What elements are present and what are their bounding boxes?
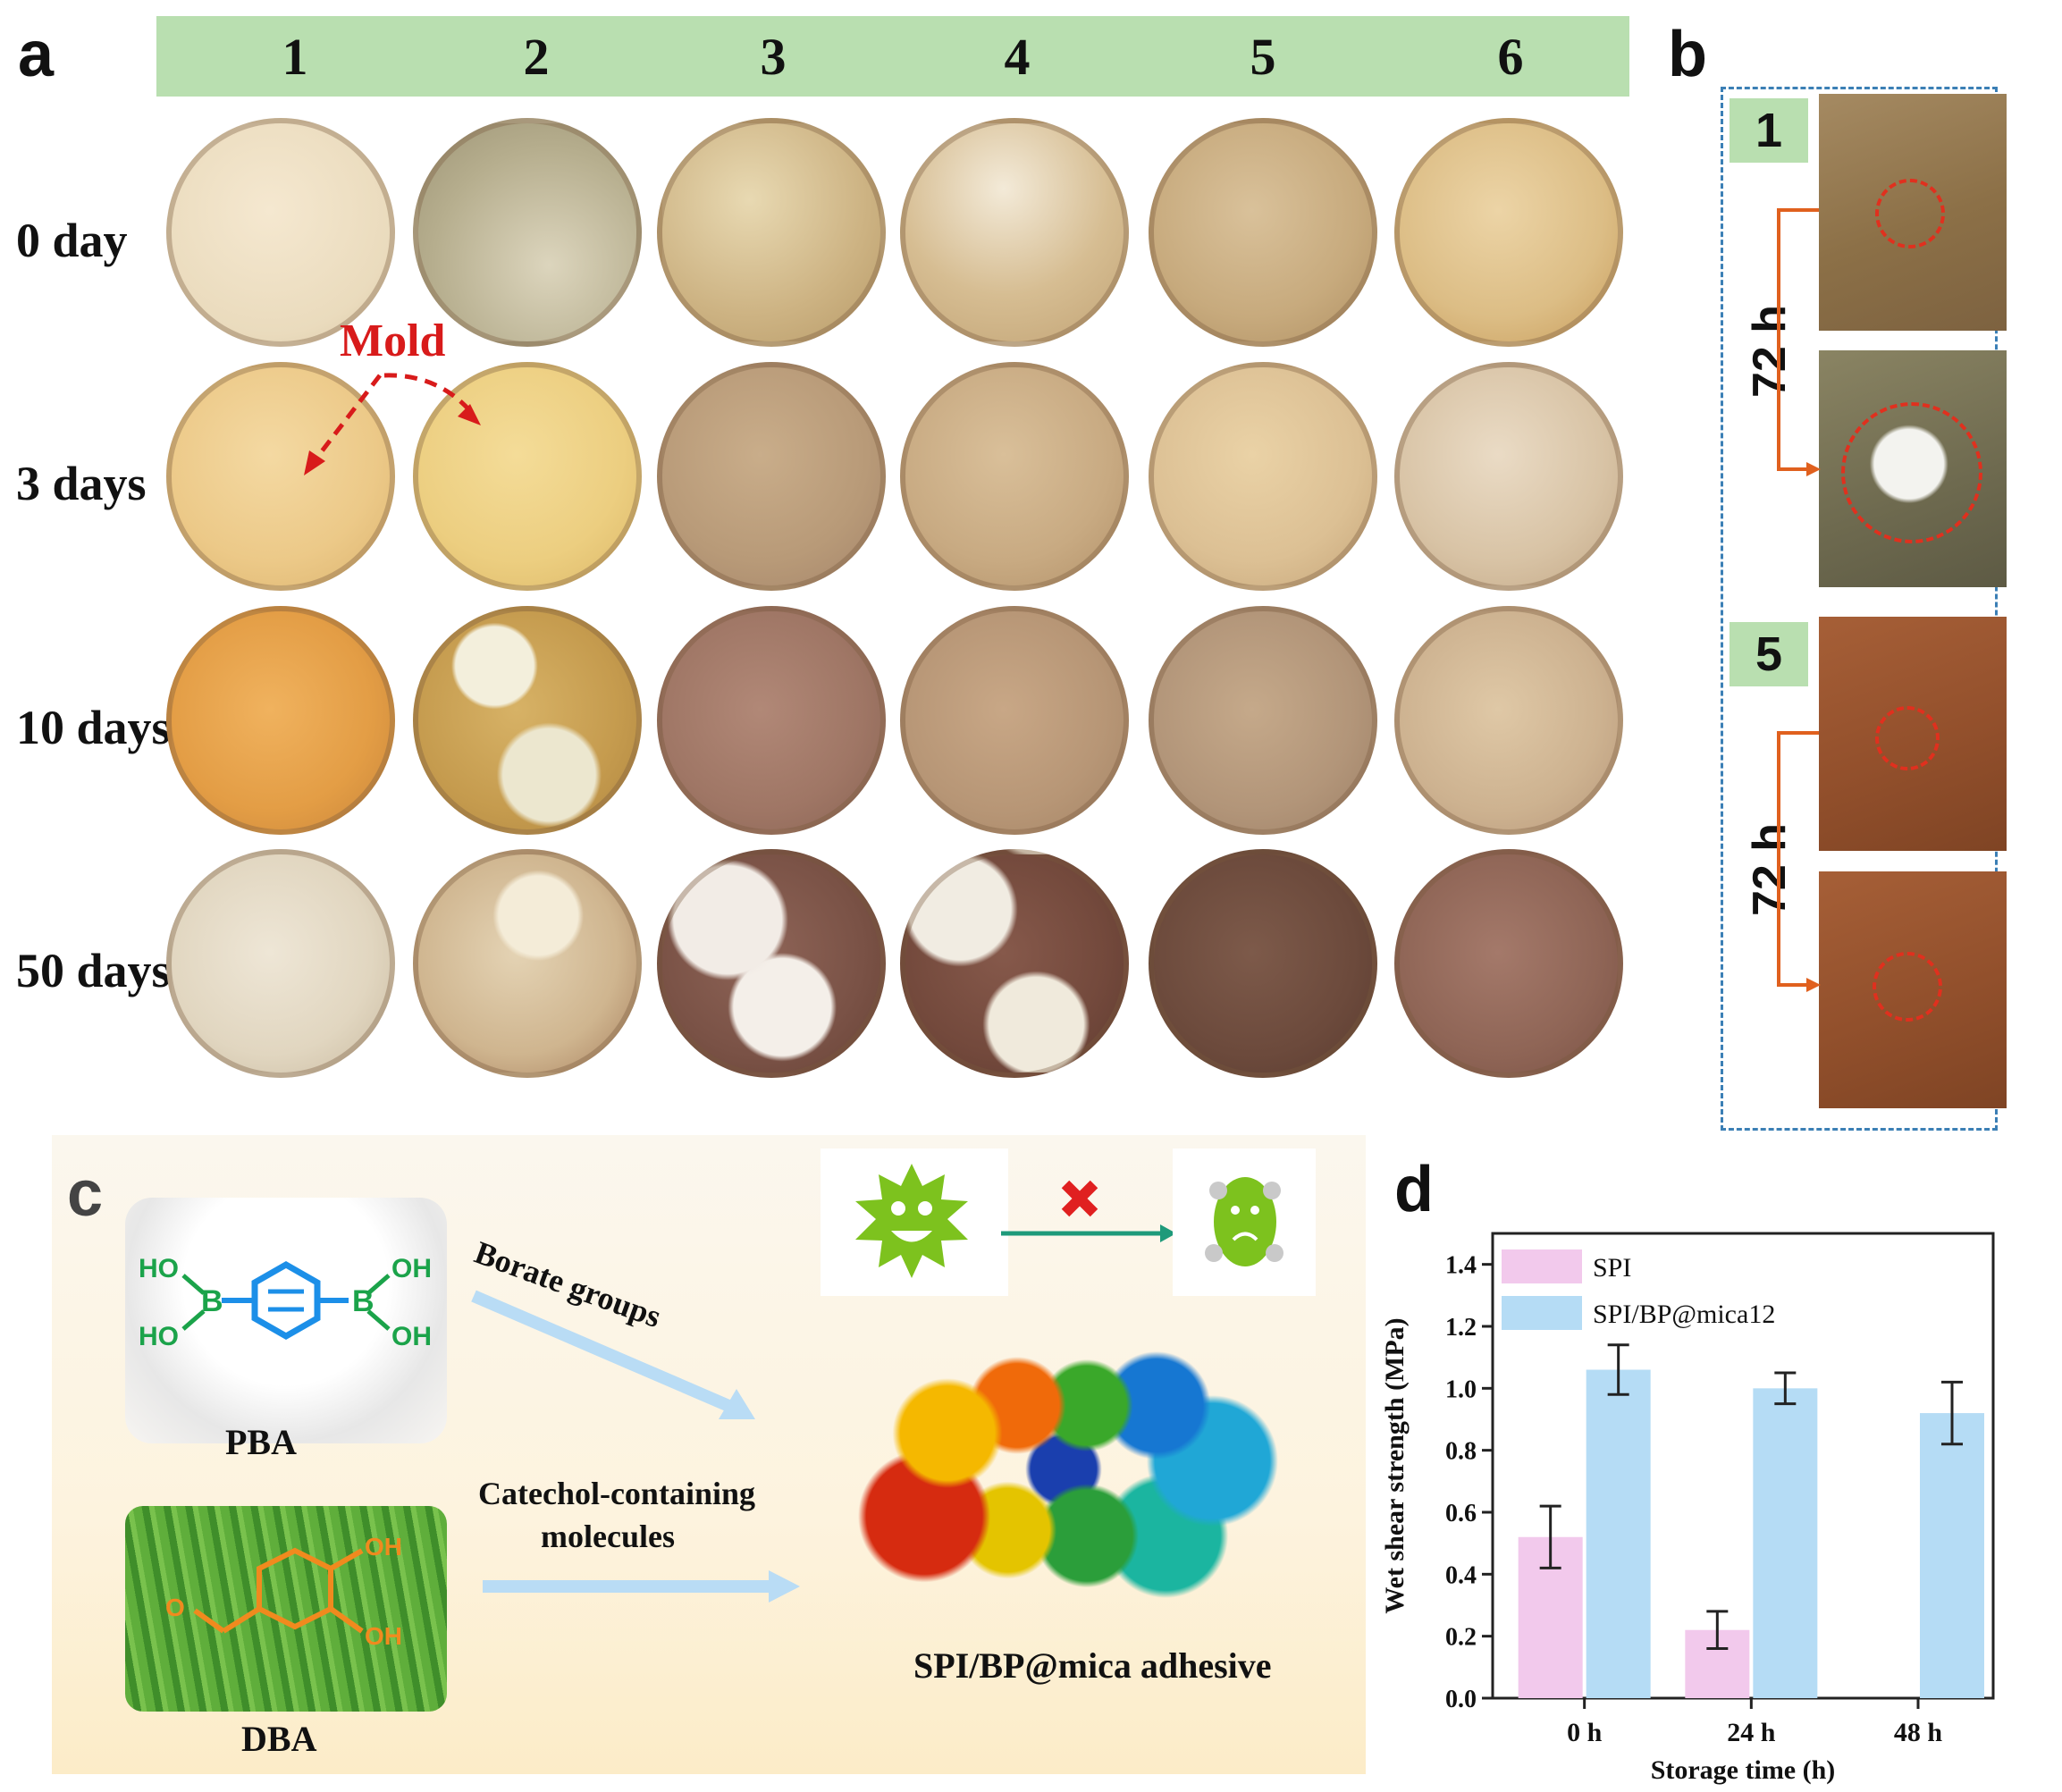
panel-b-frame xyxy=(1721,87,1998,1131)
sample-dish xyxy=(166,849,395,1078)
column-number: 1 xyxy=(282,28,308,86)
sample-dish xyxy=(1394,362,1623,591)
dba-grass-photo xyxy=(125,1506,447,1712)
dba-oh-top: OH xyxy=(365,1533,402,1561)
damaged-bacteria-icon xyxy=(1205,1177,1283,1266)
sample-dish xyxy=(1149,849,1377,1078)
mold-arrows xyxy=(304,373,481,475)
legend-swatch xyxy=(1502,1249,1582,1283)
sample-dish xyxy=(1394,849,1623,1078)
y-tick-label: 1.2 xyxy=(1445,1314,1477,1342)
pba-ho-top: HO xyxy=(139,1254,179,1283)
sample-dish xyxy=(900,362,1129,591)
column-header-bar xyxy=(156,16,1629,97)
pba-powder-photo xyxy=(125,1198,447,1443)
droplet-circle xyxy=(1841,402,1982,543)
adhesive-label: SPI/BP@mica adhesive xyxy=(913,1645,1272,1686)
x-tick-label: 0 h xyxy=(1567,1718,1603,1747)
sample-dish xyxy=(166,606,395,835)
time-arrow xyxy=(1777,731,1821,992)
x-tick-label: 24 h xyxy=(1727,1718,1776,1747)
y-tick-label: 0.8 xyxy=(1445,1438,1477,1466)
row-label: 10 days xyxy=(16,701,171,754)
row-label: 0 day xyxy=(16,214,128,267)
pba-oh-top: OH xyxy=(391,1254,432,1283)
sample-dish xyxy=(900,849,1129,1078)
sample-dish xyxy=(657,849,886,1078)
legend-swatch xyxy=(1502,1296,1582,1330)
sample-dish xyxy=(657,362,886,591)
sample-dish xyxy=(166,362,395,591)
inhibition-arrow xyxy=(1001,1180,1176,1242)
sample-dish xyxy=(1394,606,1623,835)
y-tick-label: 0.6 xyxy=(1445,1500,1477,1527)
sample-dish xyxy=(657,606,886,835)
sample-dish xyxy=(413,362,642,591)
legend-label: SPI/BP@mica12 xyxy=(1593,1300,1775,1329)
sample-dish xyxy=(413,606,642,835)
borate-arrow xyxy=(471,1290,755,1419)
sample-dish xyxy=(413,849,642,1078)
sample-dish xyxy=(1149,362,1377,591)
protein-structure-image xyxy=(831,1336,1296,1613)
column-number: 2 xyxy=(523,28,550,86)
sample-dish xyxy=(413,118,642,347)
pba-structure: B B HO HO OH OH xyxy=(139,1254,432,1351)
sample-dish xyxy=(900,606,1129,835)
healthy-bacteria-icon xyxy=(855,1164,968,1278)
catechol-label-line2: molecules xyxy=(541,1519,675,1554)
y-tick-label: 0.2 xyxy=(1445,1624,1477,1652)
sample-tag: 1 xyxy=(1730,98,1808,163)
y-tick-label: 1.4 xyxy=(1445,1252,1477,1280)
sample-dish xyxy=(166,118,395,347)
dba-label: DBA xyxy=(241,1719,317,1759)
droplet-circle xyxy=(1873,952,1942,1022)
sample-dish xyxy=(657,118,886,347)
x-tick-label: 48 h xyxy=(1894,1718,1943,1747)
panel-letter-b: b xyxy=(1668,19,1707,90)
column-number: 3 xyxy=(760,28,787,86)
y-tick-label: 0.0 xyxy=(1445,1686,1477,1713)
panel-letter-c: c xyxy=(67,1158,104,1230)
y-tick-label: 1.0 xyxy=(1445,1376,1477,1403)
sample-dish xyxy=(1149,606,1377,835)
column-number: 4 xyxy=(1004,28,1031,86)
time-arrow xyxy=(1777,208,1821,476)
sample-dish xyxy=(1149,118,1377,347)
column-number: 6 xyxy=(1497,28,1524,86)
dba-o: O xyxy=(165,1594,185,1621)
panel-letter-d: d xyxy=(1394,1154,1434,1225)
bar xyxy=(1753,1388,1818,1698)
dba-oh-bottom: OH xyxy=(365,1622,402,1650)
droplet-circle xyxy=(1875,179,1945,248)
catechol-label-line1: Catechol-containing xyxy=(478,1476,755,1511)
dba-structure: OH OH O xyxy=(165,1533,402,1650)
bar xyxy=(1586,1369,1651,1698)
row-label: 3 days xyxy=(16,457,147,510)
sample-tag: 5 xyxy=(1730,622,1808,686)
x-axis-label: Storage time (h) xyxy=(1651,1755,1836,1785)
pba-b-right: B xyxy=(352,1284,375,1318)
shear-strength-chart: 0.0 0.2 0.4 0.6 0.8 1.0 1.2 1.4 0 h 24 h 48 h SPI SP… xyxy=(1380,1232,1995,1785)
mold-annotation: Mold xyxy=(340,315,446,366)
pba-b-left: B xyxy=(201,1284,223,1318)
bar xyxy=(1920,1413,1984,1698)
pba-oh-bottom: OH xyxy=(391,1322,432,1351)
pba-label: PBA xyxy=(225,1422,297,1462)
sample-dish xyxy=(900,118,1129,347)
droplet-circle xyxy=(1875,706,1940,770)
pba-ho-bottom: HO xyxy=(139,1322,179,1351)
sample-dish xyxy=(1394,118,1623,347)
y-axis-label: Wet shear strength (MPa) xyxy=(1380,1317,1410,1613)
row-label: 50 days xyxy=(16,944,171,997)
panel-letter-a: a xyxy=(18,19,55,90)
y-tick-label: 0.4 xyxy=(1445,1561,1477,1589)
catechol-arrow xyxy=(483,1570,800,1603)
column-number: 5 xyxy=(1250,28,1276,86)
legend-label: SPI xyxy=(1593,1253,1631,1283)
